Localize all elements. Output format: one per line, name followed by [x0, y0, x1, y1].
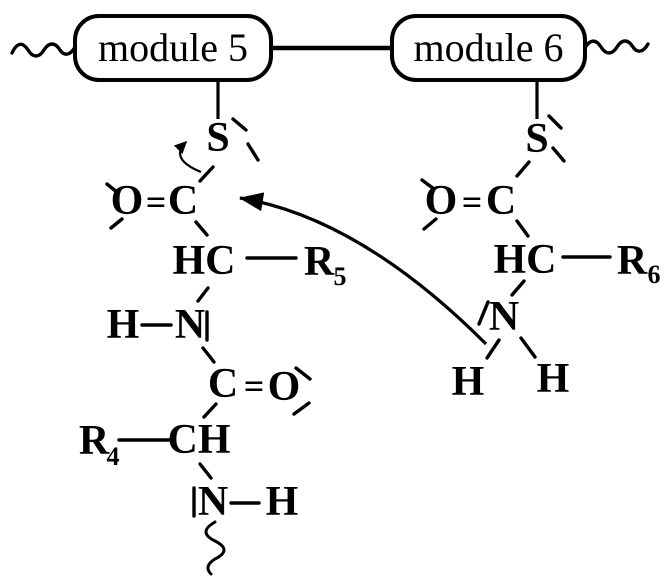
electron-shift-arrow: [173, 140, 202, 174]
m6-s-lonepair-right-dash: [551, 146, 566, 163]
m5-c-hc-bond-dash: [194, 220, 209, 237]
m5-r4-subscript: 4: [106, 442, 120, 471]
m5-s-lonepair-top-dash: [231, 117, 248, 132]
m5-alpha-carbon-label: HC: [172, 238, 236, 284]
m6-alpha-carbon-label: HC: [493, 237, 557, 283]
m6-hc-n-bond-dash: [510, 279, 526, 297]
nucleophilic-attack-arrow: [239, 192, 488, 346]
wavy-line-right: [583, 39, 650, 55]
m5-c-ch-bond-dash: [202, 402, 218, 419]
chain-continuation-squiggle: [204, 520, 226, 576]
m6-o-lonepair-top-dash: [420, 178, 436, 191]
module6-label: module 6: [413, 24, 564, 70]
m6-sulfur-label: S: [525, 116, 549, 162]
m6-n-h-left-bond-dash: [485, 338, 501, 360]
m5-peptide-carbon-label: C: [207, 361, 239, 407]
m5-r4-label: R: [78, 418, 110, 464]
m5-o-lonepair-top-dash: [105, 182, 120, 195]
wavy-line-left: [10, 42, 77, 58]
m5-amide-nitrogen-label: N: [174, 302, 206, 348]
m5-amide-hydrogen-label: H: [106, 302, 140, 348]
m5-double-bond: =: [145, 182, 167, 222]
m5-bottom-hydrogen-label: H: [265, 479, 299, 525]
m6-s-lonepair-top-dash: [547, 114, 563, 130]
m5-double-bond-2: =: [243, 366, 265, 406]
m5-peptide-oxygen-label: O: [267, 364, 301, 410]
m6-r6-label: R: [616, 238, 648, 284]
m5-carbonyl-carbon-label: C: [167, 178, 199, 224]
m5-r5-label: R: [303, 239, 335, 285]
m6-n-lonepair-dash: [477, 300, 490, 326]
module5-bond-dashes: [105, 117, 312, 518]
m6-r6-subscript: 6: [647, 260, 661, 289]
m5-n-c-bond-dash: [201, 346, 216, 364]
m6-amine-nitrogen-label: N: [488, 294, 520, 340]
m5-r5-subscript: 5: [333, 262, 347, 291]
m6-n-h-right-bond-dash: [519, 336, 537, 359]
m5-o-lonepair-bottom-dash: [109, 217, 124, 230]
m5-o2-lonepair-top-dash: [294, 366, 312, 381]
m5-ch-label: CH: [167, 417, 231, 463]
module5-box: module 5: [73, 14, 273, 82]
m6-oxygen-label: O: [424, 178, 458, 224]
m5-oxygen-label: O: [110, 178, 144, 224]
m6-double-bond: =: [461, 182, 483, 222]
m5-ch-n-bond-dash: [198, 462, 213, 480]
module6-box: module 6: [390, 14, 587, 82]
m5-bottom-nitrogen-label: N: [197, 479, 229, 525]
m6-c-hc-bond-dash: [515, 219, 530, 238]
m6-carbonyl-carbon-label: C: [485, 178, 517, 224]
m5-s-lonepair-right-dash: [246, 142, 260, 162]
m5-o2-lonepair-bottom-dash: [292, 401, 311, 416]
m5-s-c-bond-dash: [198, 165, 215, 183]
module6-bond-dashes: [420, 114, 612, 360]
m5-sulfur-label: S: [206, 115, 230, 161]
m6-s-c-bond-dash: [515, 160, 531, 178]
m5-hc-n-bond-dash: [196, 286, 210, 303]
module5-label: module 5: [98, 24, 248, 70]
m6-o-lonepair-bottom-dash: [422, 217, 438, 231]
m6-amine-hydrogen-left-label: H: [451, 359, 485, 405]
m6-amine-hydrogen-right-label: H: [536, 356, 570, 402]
